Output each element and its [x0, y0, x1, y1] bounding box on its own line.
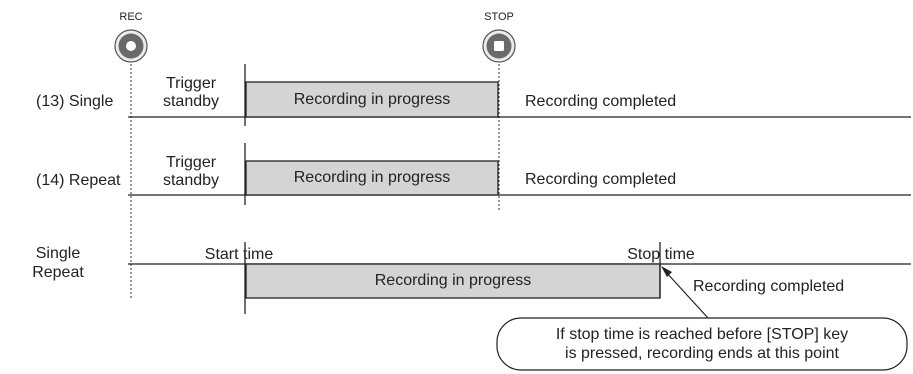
stop-time-label: Stop time — [627, 246, 695, 263]
row-label-repeat: (14) Repeat — [36, 172, 121, 189]
single-recording-label: Recording in progress — [293, 91, 451, 108]
trigger-standby-repeat-line2: standby — [162, 172, 220, 189]
single-completed-label: Recording completed — [525, 93, 677, 110]
callout-box — [496, 317, 908, 371]
row-label-single-repeat-1: Single — [35, 245, 81, 262]
timer-completed-label: Recording completed — [693, 278, 845, 295]
callout-arrowhead — [661, 266, 672, 277]
stop-label: STOP — [484, 11, 514, 23]
repeat-completed-label: Recording completed — [525, 171, 677, 188]
trigger-standby-single-line2: standby — [162, 93, 220, 110]
rec-button-icon — [114, 29, 148, 63]
trigger-standby-single-line1: Trigger — [165, 75, 217, 92]
stop-button-icon — [482, 29, 516, 63]
timer-recording-label: Recording in progress — [374, 272, 532, 289]
timer-recording-bar — [245, 263, 661, 299]
single-recording-bar — [245, 81, 499, 118]
repeat-recording-bar — [245, 160, 499, 196]
start-time-label: Start time — [204, 246, 274, 263]
callout-text-line1: If stop time is reached before [STOP] ke… — [555, 326, 849, 343]
row-label-single: (13) Single — [36, 93, 114, 110]
rec-label: REC — [119, 11, 143, 23]
row-label-single-repeat-2: Repeat — [32, 264, 84, 281]
callout-text-line2: is pressed, recording ends at this point — [565, 345, 839, 362]
repeat-recording-label: Recording in progress — [293, 169, 451, 186]
callout-arrow-line — [664, 270, 709, 319]
trigger-standby-repeat-line1: Trigger — [165, 154, 217, 171]
